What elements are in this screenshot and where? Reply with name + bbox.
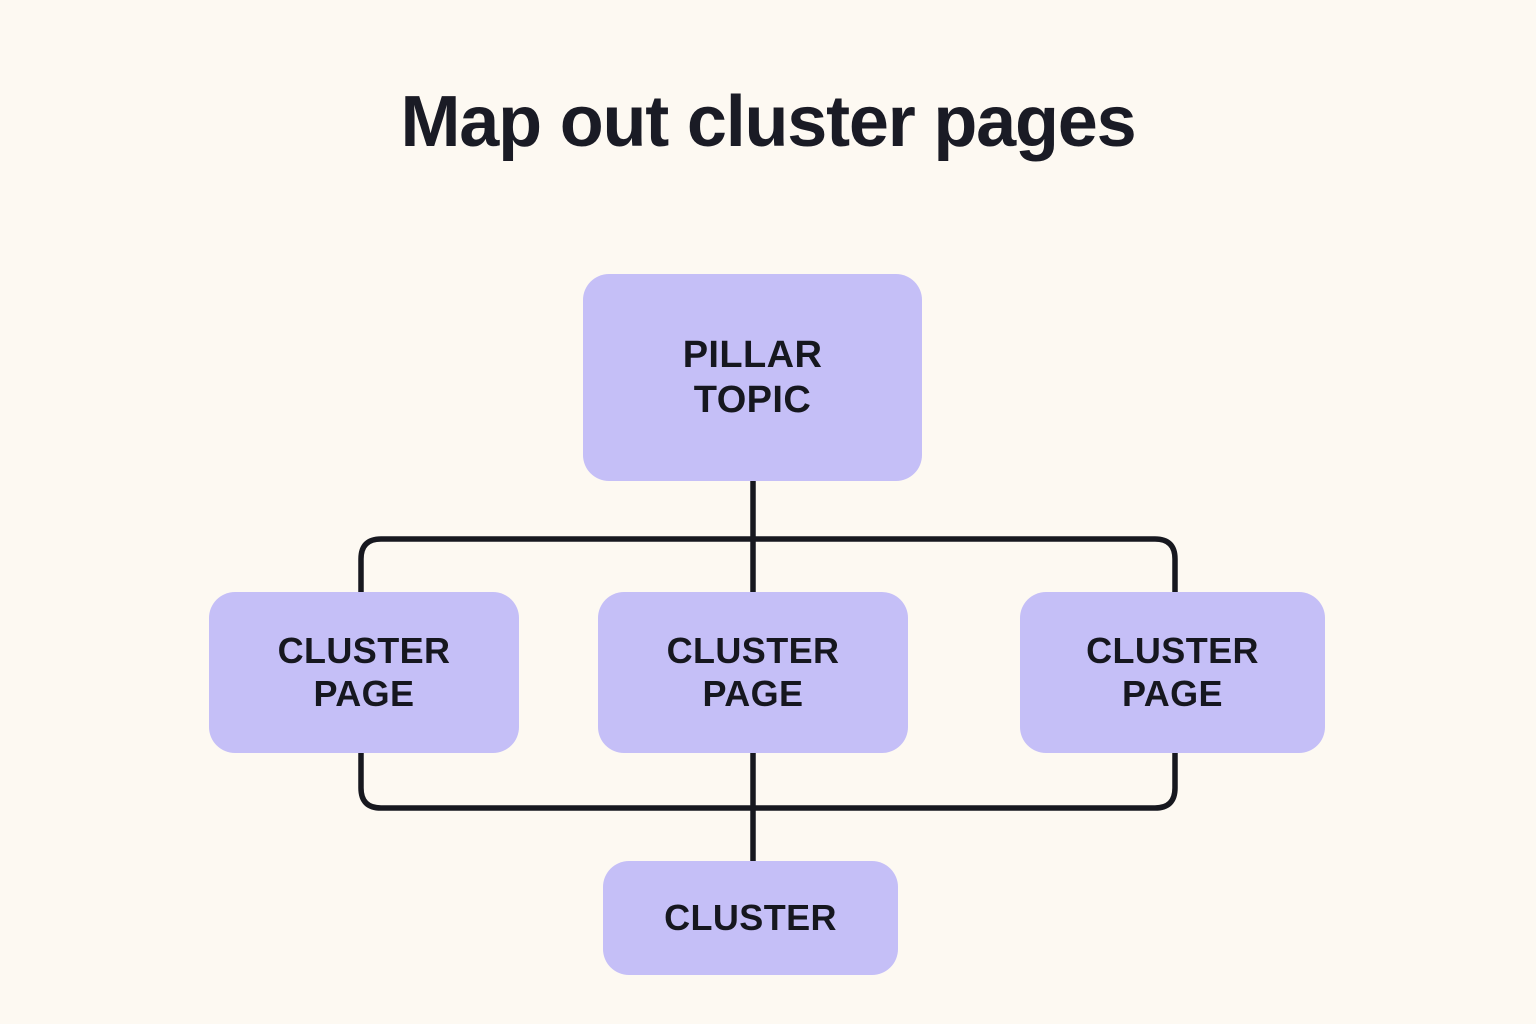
node-pillar-topic[interactable]: PILLAR TOPIC [583, 274, 922, 481]
node-cluster-page-right[interactable]: CLUSTER PAGE [1020, 592, 1325, 753]
node-cluster-page-right-label: CLUSTER PAGE [1086, 630, 1259, 714]
node-cluster-page-left-label: CLUSTER PAGE [277, 630, 451, 714]
node-pillar-topic-label: PILLAR TOPIC [682, 333, 823, 421]
node-cluster-page-middle-label: CLUSTER PAGE [666, 630, 840, 714]
node-cluster-page-left[interactable]: CLUSTER PAGE [209, 592, 519, 753]
page-title: Map out cluster pages [400, 82, 1137, 162]
edge-pillar-to-clusters-bus [358, 536, 1178, 592]
node-cluster-page-middle[interactable]: CLUSTER PAGE [598, 592, 908, 753]
node-cluster-bottom[interactable]: CLUSTER [603, 861, 898, 975]
node-cluster-bottom-label: CLUSTER [664, 896, 837, 938]
edge-clusters-to-bottom-bus [358, 753, 1178, 811]
